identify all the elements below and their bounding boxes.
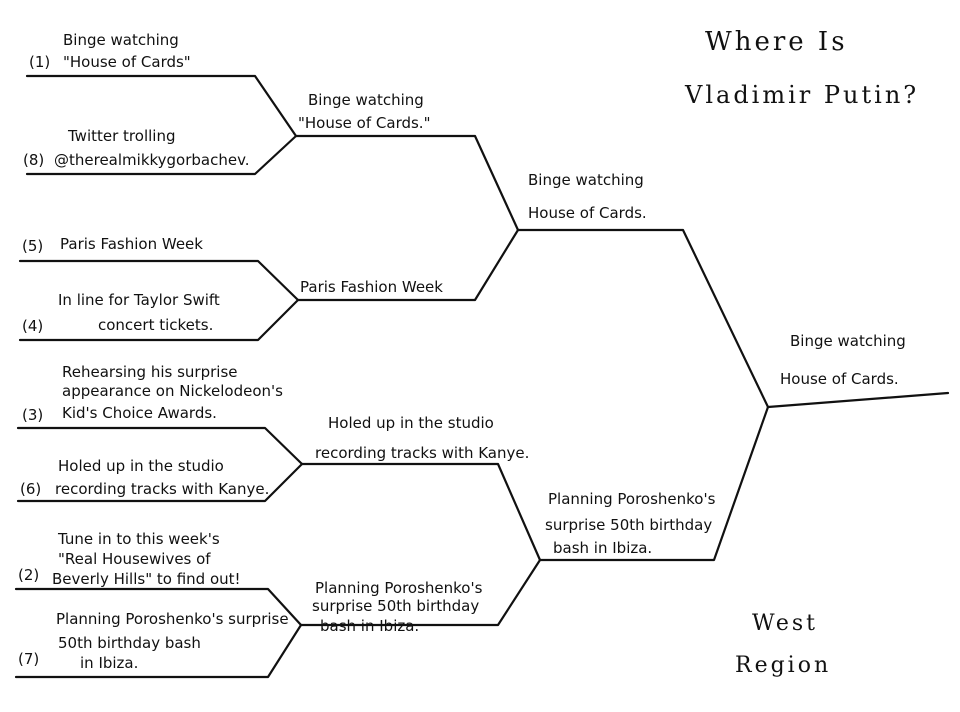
entry-text-2: concert tickets. xyxy=(98,316,213,334)
entry-text-1: Twitter trolling xyxy=(67,127,175,145)
entry-text-1: surprise 50th birthday xyxy=(312,597,479,615)
entry-text-1: Binge watching xyxy=(528,171,644,189)
entry-text-2: "House of Cards" xyxy=(63,53,191,71)
title-line-2: Vladimir Putin? xyxy=(684,81,919,109)
region-label: West Region xyxy=(735,611,831,678)
entry-text-1: 50th birthday bash xyxy=(58,634,201,652)
winner-line xyxy=(766,391,950,409)
r2-entry-4: Planning Poroshenko's surprise 50th birt… xyxy=(312,579,483,635)
round1-lines xyxy=(14,74,304,679)
seed-label: (8) xyxy=(23,151,44,169)
entry-text-1: surprise 50th birthday xyxy=(545,516,712,534)
r1-entry-4: (4) In line for Taylor Swift concert tic… xyxy=(22,291,220,335)
r1-entry-3: (3) Rehearsing his surprise appearance o… xyxy=(22,363,283,424)
entry-text-0: Rehearsing his surprise xyxy=(62,363,238,381)
r3-entry-2: Planning Poroshenko's surprise 50th birt… xyxy=(545,490,716,557)
r1-entry-2: (2) Tune in to this week's "Real Housewi… xyxy=(18,530,241,588)
round2-lines xyxy=(294,134,542,627)
r2-line-3 xyxy=(300,462,542,562)
r1-entry-5: (5) Paris Fashion Week xyxy=(22,235,203,255)
r2-line-2 xyxy=(296,228,520,302)
entry-text-1: Paris Fashion Week xyxy=(300,278,443,296)
entry-text-1: Holed up in the studio xyxy=(328,414,494,432)
title: Where Is Vladimir Putin? xyxy=(684,27,919,109)
seed-label: (6) xyxy=(20,480,41,498)
seed-label: (1) xyxy=(29,53,50,71)
r1-entry-8: (8) Twitter trolling @therealmikkygorbac… xyxy=(23,127,250,169)
r2-entry-3: Holed up in the studio recording tracks … xyxy=(315,414,529,462)
entry-text-1: Binge watching xyxy=(308,91,424,109)
entry-text-0: Planning Poroshenko's xyxy=(548,490,716,508)
entry-text-0: Planning Poroshenko's surprise xyxy=(56,610,289,628)
seed-label: (7) xyxy=(18,650,39,668)
entry-text-2: House of Cards. xyxy=(528,204,647,222)
entry-text-2: @therealmikkygorbachev. xyxy=(54,151,250,169)
entry-text-2: House of Cards. xyxy=(780,370,899,388)
entry-text-2: Kid's Choice Awards. xyxy=(62,404,217,422)
r1-line-8 xyxy=(25,134,298,176)
r1-entry-6: (6) Holed up in the studio recording tra… xyxy=(20,457,269,498)
r2-entry-1: Binge watching "House of Cards." xyxy=(298,91,430,132)
r2-line-4 xyxy=(299,558,542,627)
entry-text-2: recording tracks with Kanye. xyxy=(315,444,529,462)
seed-label: (2) xyxy=(18,566,39,584)
entry-text-2: "House of Cards." xyxy=(298,114,430,132)
entry-text-0: Tune in to this week's xyxy=(57,530,220,548)
seed-label: (3) xyxy=(22,406,43,424)
r1-line-1 xyxy=(25,74,298,138)
r3-line-1 xyxy=(516,228,770,409)
entry-text-2: recording tracks with Kanye. xyxy=(55,480,269,498)
seed-label: (5) xyxy=(22,237,43,255)
region-line-1: West xyxy=(752,611,818,636)
r1-line-2 xyxy=(14,587,303,627)
r1-line-4 xyxy=(18,298,300,342)
entry-text-2: in Ibiza. xyxy=(80,654,138,672)
r1-line-7 xyxy=(14,623,303,679)
r1-line-3 xyxy=(16,426,304,466)
entry-text-1: Binge watching xyxy=(63,31,179,49)
seed-label: (4) xyxy=(22,317,43,335)
winner-entry: Binge watching House of Cards. xyxy=(780,332,906,388)
region-line-2: Region xyxy=(735,653,831,678)
r3-entry-1: Binge watching House of Cards. xyxy=(528,171,647,222)
r1-line-6 xyxy=(16,462,304,503)
entry-text-2: Beverly Hills" to find out! xyxy=(52,570,241,588)
entry-text-2: bash in Ibiza. xyxy=(553,539,652,557)
r2-line-1 xyxy=(294,134,520,232)
entry-text-1: In line for Taylor Swift xyxy=(58,291,220,309)
entry-text-2: bash in Ibiza. xyxy=(320,617,419,635)
r2-entry-2: Paris Fashion Week xyxy=(300,278,443,296)
title-line-1: Where Is xyxy=(705,27,848,57)
entry-text-1: "Real Housewives of xyxy=(58,550,211,568)
r1-entry-7: (7) Planning Poroshenko's surprise 50th … xyxy=(18,610,289,672)
entry-text-0: Planning Poroshenko's xyxy=(315,579,483,597)
round3-lines xyxy=(516,228,770,562)
r1-entry-1: (1) Binge watching "House of Cards" xyxy=(29,31,191,71)
entry-text-1: Holed up in the studio xyxy=(58,457,224,475)
r3-line-2 xyxy=(538,405,770,562)
r1-line-5 xyxy=(18,259,300,302)
entry-text-1: Binge watching xyxy=(790,332,906,350)
entry-text-1: appearance on Nickelodeon's xyxy=(62,382,283,400)
entry-text-1: Paris Fashion Week xyxy=(60,235,203,253)
